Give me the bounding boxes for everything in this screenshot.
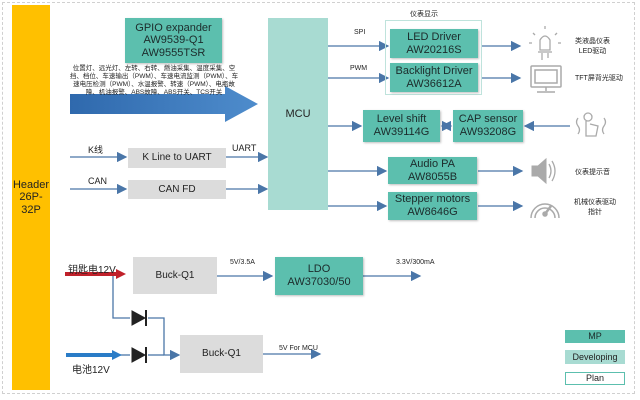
buck2-block: Buck-Q1 (180, 335, 263, 373)
led-driver-part: AW20216S (406, 43, 462, 56)
speaker-icon (531, 157, 556, 185)
backlight-part: AW36612A (406, 77, 462, 90)
touch-hand-icon (575, 112, 607, 137)
frame-border (2, 2, 635, 394)
gpio-part1: AW9539-Q1 (143, 34, 204, 47)
led-desc1: 类液晶仪表 (575, 38, 610, 45)
buck1-out-label: 5V/3.5A (230, 259, 255, 266)
battery-power-arrow (66, 350, 122, 360)
led-driver-name: LED Driver (407, 30, 461, 43)
stepper-desc1: 机械仪表驱动 (574, 199, 616, 206)
gpio-part2: AW9555TSR (141, 46, 206, 59)
cap-sensor-part: AW93208G (459, 126, 517, 138)
can-input-label: CAN (88, 176, 108, 186)
ldo-part: AW37030/50 (287, 276, 351, 288)
led-bulb-icon (529, 26, 561, 60)
gpio-title: GPIO expander (135, 21, 212, 34)
backlight-name: Backlight Driver (395, 64, 473, 77)
monitor-icon (530, 65, 562, 93)
header-connector: Header 26P-32P (12, 5, 50, 390)
spi-label: SPI (354, 29, 366, 36)
stepper-name: Stepper motors (394, 193, 471, 206)
cap-sensor-name: CAP sensor (458, 113, 518, 126)
gauge-icon (530, 203, 560, 219)
ldo-name: LDO (307, 263, 331, 276)
kline-uart-block: K Line to UART (128, 148, 226, 168)
level-shift-name: Level shift (376, 113, 427, 126)
buck1-block: Buck-Q1 (133, 257, 217, 294)
key-power-label: 钥匙电12V (68, 265, 116, 276)
level-shift-part: AW39114G (373, 126, 430, 138)
display-group-title: 仪表显示 (410, 11, 438, 18)
buck2-label: Buck-Q1 (202, 348, 241, 360)
kline-box-label: K Line to UART (142, 152, 212, 164)
big-signal-arrow (70, 86, 258, 122)
legend-developing: Developing (565, 350, 625, 364)
stepper-part: AW8646G (407, 206, 458, 218)
audio-part: AW8055B (407, 170, 458, 183)
gpio-expander-block: GPIO expander AW9539-Q1 AW9555TSR (125, 18, 222, 63)
canfd-label: CAN FD (158, 183, 196, 195)
led-desc: 类液晶仪表 LED驱动 (575, 37, 610, 57)
canfd-block: CAN FD (128, 180, 226, 199)
diode-icon (131, 310, 147, 326)
mcu-block: MCU (268, 18, 328, 210)
battery-label: 电池12V (72, 365, 110, 376)
backlight-desc: TFT屏背光驱动 (575, 75, 623, 82)
diode-icon (131, 347, 147, 363)
audio-desc: 仪表提示音 (575, 169, 610, 176)
ldo-out-label: 3.3V/300mA (396, 259, 435, 266)
pwm-label: PWM (350, 65, 368, 72)
buck2-out-label: 5V For MCU (279, 345, 318, 352)
mcu-label: MCU (285, 107, 311, 120)
legend-plan: Plan (565, 372, 625, 385)
gpio-signal-list: 位置灯、远光灯、左转、右转、燃油采集、温度采集、空挡、档位、车速输出（PWM）、… (69, 65, 239, 97)
diode-to-buck2 (148, 317, 181, 361)
uart-label: UART (232, 143, 257, 153)
audio-name: Audio PA (409, 157, 456, 170)
stepper-desc2: 指针 (588, 208, 602, 216)
header-label: Header 26P-32P (12, 178, 50, 216)
display-group (385, 20, 482, 95)
buck1-label: Buck-Q1 (155, 269, 195, 281)
key-power-arrow (65, 269, 126, 279)
stepper-desc: 机械仪表驱动指针 (574, 198, 616, 218)
legend-mp: MP (565, 330, 625, 343)
led-desc2: LED驱动 (578, 47, 607, 55)
kline-input-label: K线 (88, 145, 104, 155)
